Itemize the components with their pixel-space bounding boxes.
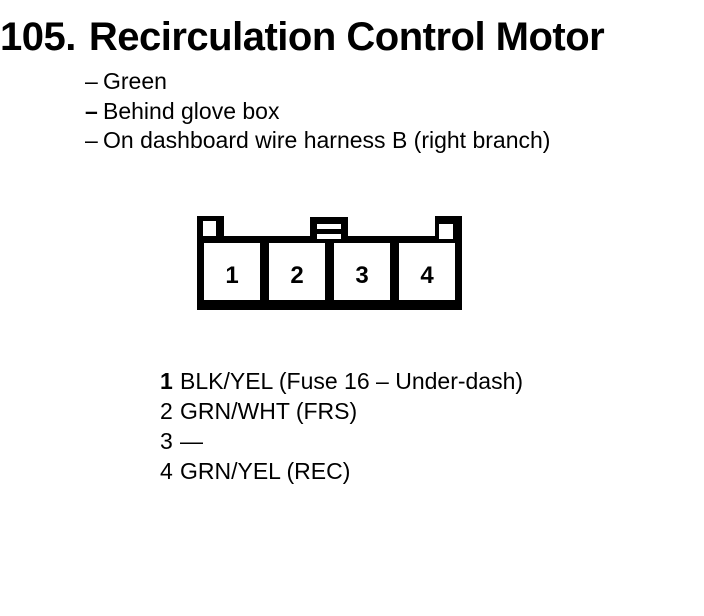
pin-description: GRN/YEL (REC) <box>180 458 351 484</box>
detail-text: On dashboard wire harness B (right branc… <box>103 127 551 153</box>
connector-details: – Green – Behind glove box – On dashboar… <box>85 67 550 156</box>
pin-number: 3 <box>160 428 173 454</box>
item-title: Recirculation Control Motor <box>88 15 605 59</box>
pin-number: 2 <box>160 398 173 424</box>
connector-right-lug <box>435 216 462 243</box>
connector-cavity-2: 2 <box>269 243 325 300</box>
right-lug-notch <box>439 224 453 239</box>
connector-lock-tab <box>310 217 348 243</box>
connector-cavity-4: 4 <box>399 243 455 300</box>
connector-diagram: 1 2 3 4 <box>197 216 462 310</box>
bullet-dash: – <box>85 127 98 153</box>
pin-row: 3 — <box>160 426 523 456</box>
connector-body: 1 2 3 4 <box>197 236 462 310</box>
connector-cavity-1: 1 <box>204 243 260 300</box>
pin-number: 1 <box>160 368 173 394</box>
connector-cavity-3: 3 <box>334 243 390 300</box>
detail-line: – Behind glove box <box>85 97 550 127</box>
lock-tab-window <box>317 224 341 239</box>
pin-description: — <box>180 428 203 454</box>
pin-row: 2 GRN/WHT (FRS) <box>160 396 523 426</box>
left-lug-notch <box>203 221 216 236</box>
pin-row: 1 BLK/YEL (Fuse 16 – Under-dash) <box>160 366 523 396</box>
connector-left-lug <box>197 216 224 243</box>
lock-tab-bar <box>317 229 341 234</box>
detail-text: Behind glove box <box>103 97 280 124</box>
detail-line: – On dashboard wire harness B (right bra… <box>85 126 550 156</box>
pin-row: 4 GRN/YEL (REC) <box>160 456 523 486</box>
pin-description: BLK/YEL (Fuse 16 – Under-dash) <box>180 368 524 394</box>
pin-number: 4 <box>160 458 173 484</box>
pin-description: GRN/WHT (FRS) <box>180 398 358 424</box>
detail-text: Green <box>103 68 167 94</box>
bullet-dash: – <box>85 68 98 94</box>
page-title: 105. Recirculation Control Motor <box>0 15 605 59</box>
detail-line: – Green <box>85 67 550 97</box>
pin-list: 1 BLK/YEL (Fuse 16 – Under-dash) 2 GRN/W… <box>160 366 523 486</box>
item-number: 105. <box>0 15 76 59</box>
bullet-dash: – <box>85 97 98 124</box>
